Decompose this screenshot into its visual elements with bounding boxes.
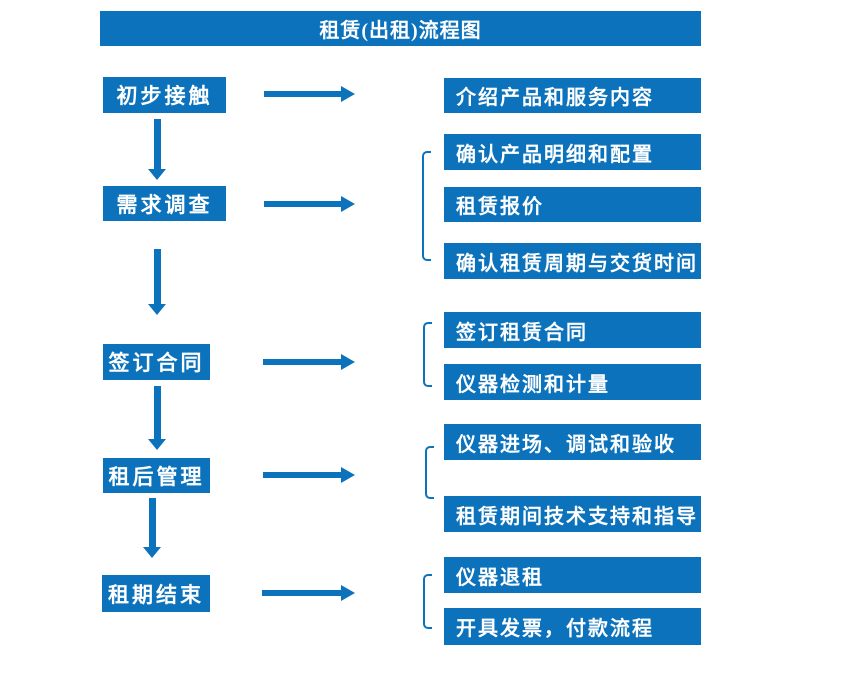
arrow-down-icon xyxy=(148,119,166,180)
stage-box-initial-contact: 初步接触 xyxy=(103,77,226,113)
group-bracket-icon xyxy=(422,151,431,261)
arrow-down-icon xyxy=(143,498,161,558)
arrow-shaft xyxy=(263,472,341,478)
output-box-invoice-payment: 开具发票，付款流程 xyxy=(444,608,701,645)
stage-box-post-rental-management: 租后管理 xyxy=(103,458,210,493)
arrow-head xyxy=(148,304,166,315)
group-bracket-icon xyxy=(423,322,432,387)
arrow-down-icon xyxy=(148,386,166,450)
output-box-confirm-rental-period: 确认租赁周期与交货时间 xyxy=(444,243,701,279)
arrow-head xyxy=(341,86,355,102)
stage-box-demand-survey: 需求调查 xyxy=(103,186,226,221)
arrow-head xyxy=(341,354,355,370)
arrow-right-icon xyxy=(264,86,355,102)
output-box-sign-rental-contract: 签订租赁合同 xyxy=(444,312,701,348)
output-box-rental-quote: 租赁报价 xyxy=(444,187,701,222)
output-box-instrument-return: 仪器退租 xyxy=(444,557,701,593)
stage-box-sign-contract: 签订合同 xyxy=(103,344,210,380)
arrow-right-icon xyxy=(263,354,355,370)
arrow-right-icon xyxy=(264,196,355,212)
arrow-shaft xyxy=(153,119,161,169)
group-bracket-icon xyxy=(423,574,432,629)
arrow-head xyxy=(148,169,166,180)
arrow-head xyxy=(143,547,161,558)
arrow-right-icon xyxy=(263,467,355,483)
arrow-shaft xyxy=(264,201,341,207)
arrow-shaft xyxy=(153,386,161,439)
flowchart-title: 租赁(出租)流程图 xyxy=(100,11,701,46)
group-bracket-icon xyxy=(425,446,434,499)
arrow-head xyxy=(341,585,355,601)
arrow-shaft xyxy=(153,249,161,304)
arrow-head xyxy=(148,439,166,450)
arrow-shaft xyxy=(148,498,156,547)
output-box-instrument-entry-acceptance: 仪器进场、调试和验收 xyxy=(444,424,701,460)
arrow-shaft xyxy=(262,590,341,596)
arrow-head xyxy=(341,467,355,483)
output-box-instrument-testing: 仪器检测和计量 xyxy=(444,364,701,400)
arrow-shaft xyxy=(264,91,341,97)
arrow-right-icon xyxy=(262,585,355,601)
stage-box-rental-end: 租期结束 xyxy=(102,575,210,612)
arrow-shaft xyxy=(263,359,341,365)
output-box-technical-support: 租赁期间技术支持和指导 xyxy=(444,496,701,532)
output-box-confirm-product-details: 确认产品明细和配置 xyxy=(444,134,701,170)
arrow-head xyxy=(341,196,355,212)
arrow-down-icon xyxy=(148,249,166,315)
output-box-introduce-products: 介绍产品和服务内容 xyxy=(444,78,701,113)
